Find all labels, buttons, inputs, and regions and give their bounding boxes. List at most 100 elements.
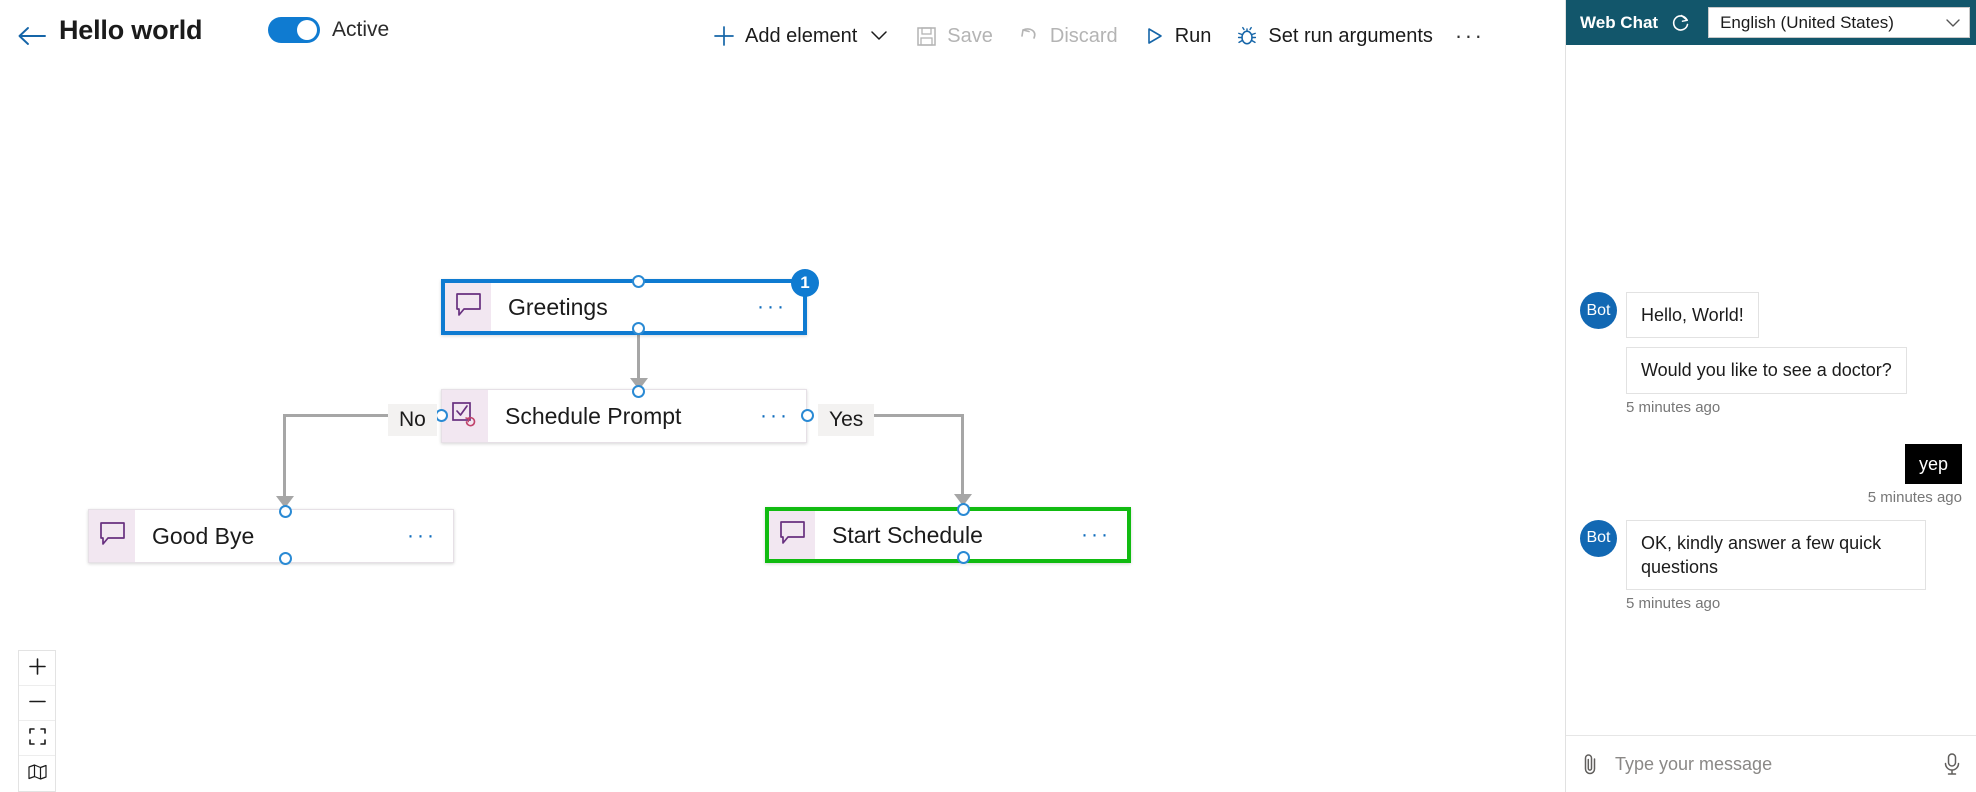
message-bubble-icon xyxy=(99,521,126,551)
chevron-down-icon xyxy=(1946,13,1960,33)
chat-message: Bot Hello, World! xyxy=(1580,292,1962,339)
edge-arrow-goodbye xyxy=(276,496,294,508)
chat-message-list[interactable]: Bot Hello, World! Would you like to see … xyxy=(1566,45,1976,735)
message-bubble-icon xyxy=(779,520,806,550)
command-toolbar: Add element Save Discard xyxy=(700,14,1494,58)
avatar: Bot xyxy=(1580,519,1617,557)
avatar-spacer xyxy=(1580,347,1617,384)
node-menu-button[interactable]: ··· xyxy=(757,295,787,318)
avatar: Bot xyxy=(1580,292,1617,329)
node-label: Greetings xyxy=(508,293,608,320)
run-button[interactable]: Run xyxy=(1130,14,1224,58)
branch-label-no: No xyxy=(388,404,437,437)
node-badge-greetings: 1 xyxy=(791,269,819,297)
port-startschedule-bottom[interactable] xyxy=(957,551,970,564)
zoom-out-button[interactable] xyxy=(19,686,55,721)
plus-icon xyxy=(712,24,736,48)
page-title: Hello world xyxy=(59,15,203,45)
node-icon-cell xyxy=(89,510,135,562)
active-toggle-group: Active xyxy=(268,17,389,43)
node-label: Schedule Prompt xyxy=(505,402,682,429)
message-bubble: Would you like to see a doctor? xyxy=(1626,347,1907,394)
plus-icon xyxy=(28,657,46,679)
chat-spacer xyxy=(1580,57,1962,292)
save-button[interactable]: Save xyxy=(902,14,1005,58)
zoom-in-button[interactable] xyxy=(19,651,55,686)
minus-icon xyxy=(28,693,46,714)
port-goodbye-bottom[interactable] xyxy=(279,552,292,565)
port-schedule-top[interactable] xyxy=(632,385,645,398)
chat-message-input[interactable] xyxy=(1615,753,1927,775)
message-timestamp: 5 minutes ago xyxy=(1626,398,1721,416)
fit-icon xyxy=(28,727,46,749)
edge-yes-vertical xyxy=(961,414,964,502)
chevron-down-icon[interactable] xyxy=(868,25,890,47)
edge-yes-horizontal xyxy=(860,414,963,417)
discard-label: Discard xyxy=(1049,24,1118,47)
toolbar-overflow-button[interactable]: ··· xyxy=(1454,23,1485,48)
node-icon-cell xyxy=(769,511,815,559)
paperclip-icon[interactable] xyxy=(1577,751,1603,777)
node-schedule-prompt[interactable]: Schedule Prompt ··· xyxy=(441,389,807,443)
add-element-label: Add element xyxy=(745,24,858,47)
message-bubble-icon xyxy=(455,292,482,322)
node-label: Start Schedule xyxy=(832,521,983,548)
bug-icon xyxy=(1235,24,1259,48)
node-menu-button[interactable]: ··· xyxy=(1081,523,1111,546)
minimap-button[interactable] xyxy=(19,756,55,791)
node-label: Good Bye xyxy=(152,522,255,549)
edge-greetings-to-schedule xyxy=(637,328,640,386)
edge-no-vertical xyxy=(283,414,286,504)
refresh-icon[interactable] xyxy=(1669,11,1693,35)
discard-button[interactable]: Discard xyxy=(1005,14,1130,58)
fit-to-view-button[interactable] xyxy=(19,721,55,756)
checkbox-refresh-icon xyxy=(451,401,479,432)
port-startschedule-top[interactable] xyxy=(957,503,970,516)
flow-canvas[interactable]: Greetings ··· 1 Schedule Prompt ··· xyxy=(0,72,1565,792)
map-icon xyxy=(27,763,47,784)
node-greetings[interactable]: Greetings ··· xyxy=(441,279,807,335)
branch-label-yes: Yes xyxy=(818,404,875,437)
message-timestamp: 5 minutes ago xyxy=(1867,488,1962,506)
toggle-knob xyxy=(297,20,317,40)
canvas-zoom-controls xyxy=(18,650,56,792)
set-run-arguments-button[interactable]: Set run arguments xyxy=(1223,14,1445,58)
edge-no-horizontal xyxy=(283,414,393,417)
node-icon-cell xyxy=(445,283,491,331)
message-timestamp: 5 minutes ago xyxy=(1626,595,1721,613)
back-button[interactable] xyxy=(12,18,52,58)
port-greetings-top[interactable] xyxy=(632,275,645,288)
play-triangle-icon xyxy=(1142,24,1166,48)
back-arrow-icon xyxy=(17,25,47,52)
node-good-bye[interactable]: Good Bye ··· xyxy=(88,509,454,563)
node-icon-cell xyxy=(442,390,488,442)
port-schedule-yes[interactable] xyxy=(801,409,814,422)
language-select[interactable]: English (United States) xyxy=(1708,7,1970,38)
microphone-icon[interactable] xyxy=(1939,751,1965,777)
active-toggle-label: Active xyxy=(332,18,390,41)
save-disk-icon xyxy=(914,24,938,48)
message-bubble: OK, kindly answer a few quick questions xyxy=(1626,519,1926,591)
language-select-value: English (United States) xyxy=(1720,12,1894,32)
chat-title: Web Chat xyxy=(1580,12,1659,32)
active-toggle[interactable] xyxy=(268,17,320,43)
node-menu-button[interactable]: ··· xyxy=(760,404,790,427)
undo-icon xyxy=(1017,24,1041,48)
message-bubble: yep xyxy=(1904,443,1962,484)
chat-message: Bot OK, kindly answer a few quick questi… xyxy=(1580,519,1962,591)
set-run-arguments-label: Set run arguments xyxy=(1268,24,1433,47)
port-schedule-no[interactable] xyxy=(435,409,448,422)
add-element-button[interactable]: Add element xyxy=(700,14,902,58)
node-start-schedule[interactable]: Start Schedule ··· xyxy=(765,507,1131,563)
port-goodbye-top[interactable] xyxy=(279,505,292,518)
chat-message: Would you like to see a doctor? xyxy=(1580,347,1962,394)
edge-arrow-startschedule xyxy=(954,494,972,506)
chat-message: yep xyxy=(1580,443,1962,484)
chat-input-bar xyxy=(1566,735,1976,792)
node-menu-button[interactable]: ··· xyxy=(407,524,437,547)
port-greetings-bottom[interactable] xyxy=(632,322,645,335)
top-bar: Hello world Active Add element xyxy=(0,0,1565,72)
save-label: Save xyxy=(947,24,993,47)
message-bubble: Hello, World! xyxy=(1626,292,1759,339)
